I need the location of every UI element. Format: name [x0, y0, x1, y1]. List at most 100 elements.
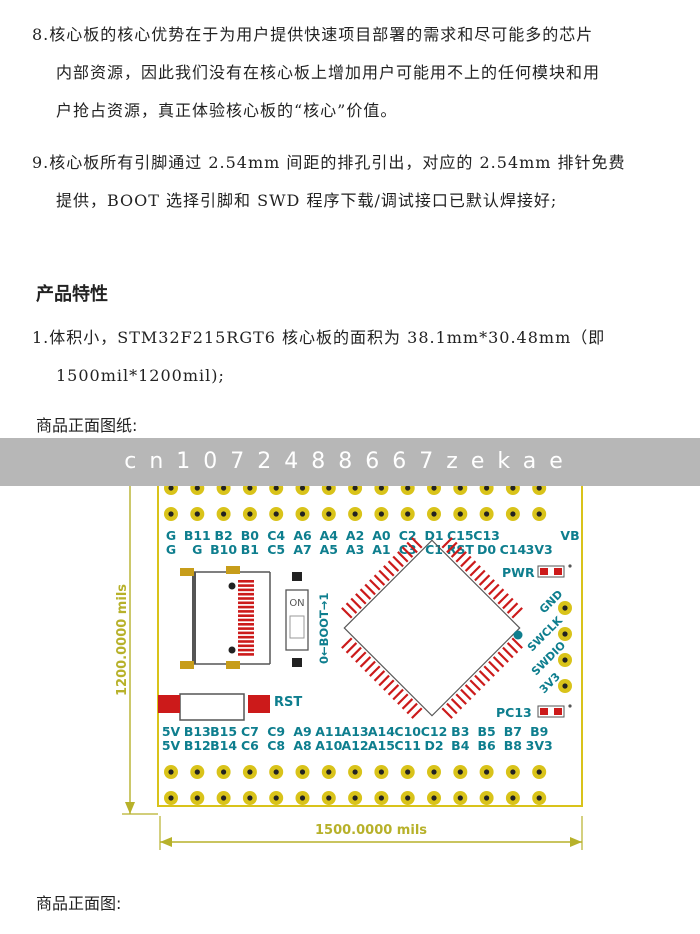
- pwr-led-pad: [540, 568, 548, 575]
- mcu-pin-pad: [511, 637, 523, 649]
- bottom-pin-label-row-2: B8: [504, 738, 522, 753]
- caption-front-photo: 商品正面图:: [36, 894, 122, 913]
- top-pin-label-row-2: B10: [210, 542, 237, 557]
- bottom-header-row-2-hole: [536, 795, 542, 801]
- top-pin-label-row-2: A3: [346, 542, 364, 557]
- top-header-row-1-hole: [457, 486, 463, 491]
- mcu-pin-pad: [450, 698, 463, 710]
- paragraph-9: 9.核心板所有引脚通过 2.54mm 间距的排孔引出，对应的 2.54mm 排针…: [32, 144, 692, 220]
- top-header-row-2-hole: [378, 511, 384, 517]
- top-pin-label-row-2: G: [192, 542, 202, 557]
- usb-contact-pad: [238, 623, 254, 626]
- mcu-pin-pad: [345, 602, 358, 614]
- bottom-pin-label-row-2: B14: [210, 738, 237, 753]
- mcu-pin-pad: [488, 660, 500, 673]
- top-pin-label-row-2: A5: [320, 542, 338, 557]
- mcu-pin-pad: [446, 702, 458, 715]
- boot-switch-knob: [289, 615, 305, 639]
- mcu-pin-pad: [460, 688, 472, 701]
- mcu-pin-pad: [378, 674, 390, 687]
- mcu-pin-pad: [446, 541, 458, 554]
- bottom-pin-label-row-1: A13: [342, 724, 369, 739]
- mcu-pin-pad: [497, 593, 509, 605]
- top-pin-label-vb: VB: [560, 528, 579, 543]
- feature-item-1: 1.体积小，STM32F215RGT6 核心板的面积为 38.1mm*30.48…: [32, 319, 692, 395]
- top-pin-label-row-1: A0: [372, 528, 391, 543]
- mcu-pin-pad: [373, 574, 386, 586]
- mcu-pin-pad: [441, 537, 453, 549]
- bottom-pin-label-row-1: B7: [504, 724, 522, 739]
- bottom-pin-label-row-1: 5V: [162, 724, 181, 739]
- top-header-row-2-hole: [221, 511, 227, 517]
- bottom-pin-label-row-1: C7: [241, 724, 259, 739]
- bottom-pin-label-row-2: B12: [184, 738, 211, 753]
- reset-button-pad: [158, 695, 180, 713]
- mcu-pin-pad: [497, 651, 509, 663]
- bottom-header-row-2-hole: [326, 795, 332, 801]
- top-header-row-2-hole: [168, 511, 174, 517]
- usb-contact-pad: [238, 640, 254, 643]
- bottom-header-row-1-hole: [221, 769, 227, 775]
- pwr-led-pad: [554, 568, 562, 575]
- mcu-pin-pad: [355, 593, 367, 605]
- paragraph-8-line-2: 内部资源，因此我们没有在核心板上增加用户可能用不上的任何模块和用: [56, 63, 601, 82]
- top-header-row-1-hole: [378, 486, 384, 491]
- mcu-pin-pad: [488, 583, 500, 596]
- bottom-pin-label-row-1: B3: [451, 724, 469, 739]
- bottom-pin-label-row-1: B9: [530, 724, 548, 739]
- bottom-header-row-1-hole: [457, 769, 463, 775]
- bottom-pin-label-row-2: B4: [451, 738, 470, 753]
- usb-contact-pad: [238, 614, 254, 617]
- swd-pin-hole: [562, 657, 568, 663]
- usb-mount-pad: [180, 661, 194, 669]
- top-header-row-1-hole: [299, 486, 306, 491]
- mcu-pin-pad: [350, 597, 362, 610]
- bottom-header-row-1-hole: [510, 769, 516, 775]
- mcu-pin-pad: [492, 588, 505, 600]
- pc13-led-outline: [537, 705, 565, 718]
- top-pin-label-row-1: B2: [214, 528, 232, 543]
- swd-pin1-marker: [513, 630, 523, 640]
- bottom-pin-label-row-1: C12: [421, 724, 448, 739]
- bottom-pin-label-row-1: B5: [477, 724, 495, 739]
- bottom-pin-label-row-1: C10: [394, 724, 421, 739]
- bottom-pin-label-row-2: C8: [267, 738, 285, 753]
- top-pin-label-row-1: B11: [184, 528, 211, 543]
- top-pin-label-row-1: C15: [447, 528, 474, 543]
- width-dimension-arrow: [570, 837, 582, 847]
- top-header-row-2-hole: [536, 511, 542, 517]
- top-pin-label-row-1: C13: [473, 528, 500, 543]
- top-pin-label-row-2: 3V3: [526, 542, 553, 557]
- pwr-led-polarity-dot: [568, 564, 572, 568]
- mcu-pin-pad: [460, 555, 472, 568]
- bottom-header-row-2-hole: [168, 795, 174, 801]
- usb-mount-pad: [226, 661, 240, 669]
- mcu-pin-pad: [469, 679, 481, 691]
- mcu-body-outline: [343, 539, 521, 717]
- boot-mount-pad: [292, 572, 302, 581]
- bottom-pin-label-row-1: A11: [315, 724, 342, 739]
- usb-contact-pad: [238, 618, 254, 622]
- boot-mount-pad: [292, 658, 302, 667]
- bottom-pin-label-row-2: A8: [293, 738, 311, 753]
- top-pin-label-row-2: C14: [500, 542, 527, 557]
- paragraph-9-line-2: 提供，BOOT 选择引脚和 SWD 程序下载/调试接口已默认焊接好;: [56, 191, 558, 210]
- pwr-led-outline: [537, 565, 565, 578]
- top-header-row-1-hole: [168, 486, 174, 491]
- mcu-pin-pad: [369, 579, 381, 591]
- usb-contact-pad: [238, 584, 254, 587]
- bottom-header-row-2-hole: [431, 795, 437, 801]
- bottom-header-row-1-hole: [431, 769, 437, 775]
- top-header-row-1-hole: [326, 486, 332, 491]
- usb-outline-left: [192, 572, 196, 664]
- bottom-pin-label-row-1: B13: [184, 724, 211, 739]
- bottom-header-row-2-hole: [457, 795, 463, 801]
- mcu-pin-pad: [469, 565, 481, 577]
- bottom-header-row-2-hole: [352, 795, 358, 801]
- top-header-row-2-hole: [273, 511, 279, 517]
- top-header-row-2-hole: [431, 511, 437, 517]
- top-header-row-1-hole: [405, 486, 411, 491]
- mcu-pin-pad: [392, 688, 404, 701]
- mcu-pin-pad: [406, 702, 418, 715]
- mcu-pin-pad: [341, 637, 353, 649]
